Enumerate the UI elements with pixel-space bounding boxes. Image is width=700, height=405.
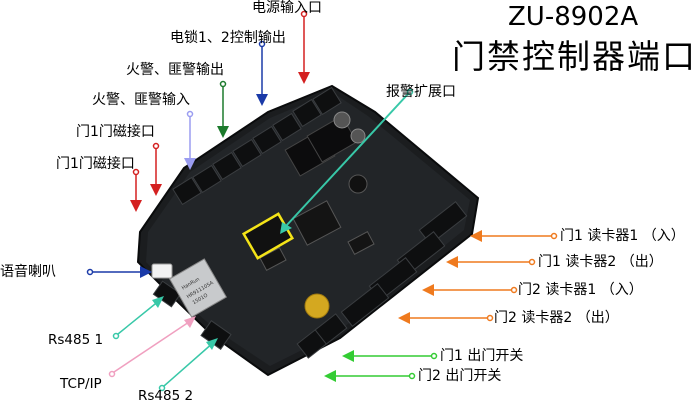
label-fire-input: 火警、匪警输入 [92,92,190,108]
label-door1-magnetic-b: 门1门磁接口 [56,156,135,172]
capacitor [350,128,366,144]
rj45-port: HanRun HR911105A 1501O [168,258,228,318]
mcu-chip [292,200,342,246]
label-reader-door1-1: 门1 读卡器1 （入） [560,228,685,244]
label-tcpip: TCP/IP [60,376,102,392]
label-reader-door2-2: 门2 读卡器2 （出） [494,310,619,326]
label-reader-door1-2: 门1 读卡器2 （出） [538,254,663,270]
label-door1-magnetic-a: 门1门磁接口 [76,124,155,140]
label-door2-exit: 门2 出门开关 [418,368,502,384]
ic-chip [259,246,287,272]
model-title: ZU-8902A [508,2,639,32]
label-fire-output: 火警、匪警输出 [126,62,224,78]
label-speaker: 语音喇叭 [0,264,56,280]
label-lock-output: 电锁1、2控制输出 [170,30,286,46]
ic-chip [347,230,375,256]
leader-lines [86,10,558,392]
diagram-subtitle: 门禁控制器端口 [452,37,697,76]
label-alarm-expansion: 报警扩展口 [386,84,456,100]
top-terminal-blocks [172,86,342,206]
label-rs485-1: Rs485 1 [48,332,104,348]
buzzer [348,174,368,194]
label-rs485-2: Rs485 2 [138,388,194,404]
label-reader-door2-1: 门2 读卡器1 （入） [518,282,643,298]
capacitor [333,111,351,129]
bottom-terminals [152,280,348,359]
coin-battery [304,293,330,319]
speaker-connector [151,263,173,279]
label-door1-exit: 门1 出门开关 [440,348,524,364]
reader-terminals [340,201,468,327]
label-power-input: 电源输入口 [252,0,322,16]
